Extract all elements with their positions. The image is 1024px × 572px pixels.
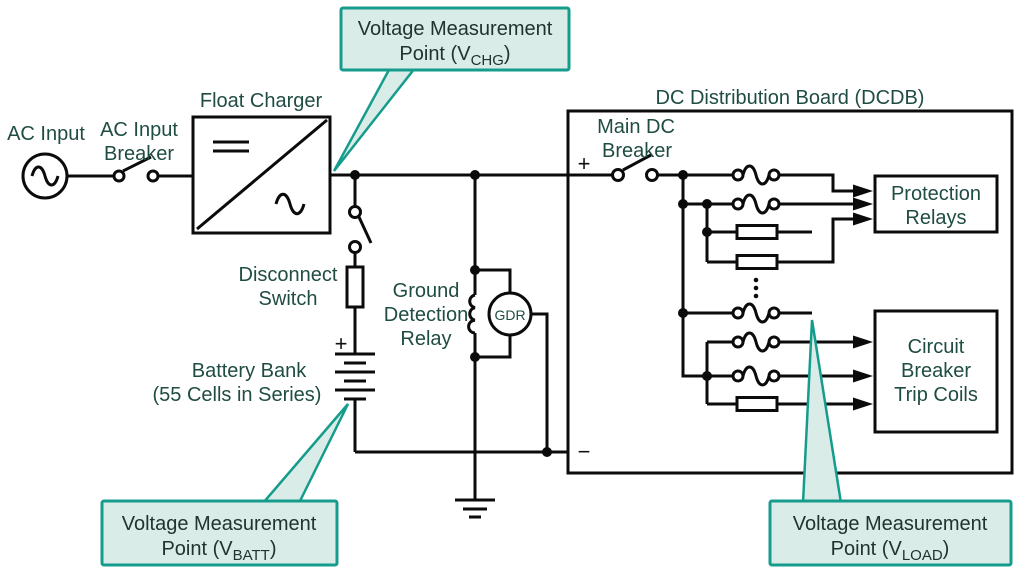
sine-wave-icon (30, 165, 60, 187)
junction-dots (350, 170, 712, 457)
coil-icon (467, 293, 476, 335)
ac-source-symbol (21, 152, 69, 200)
fuse-symbol (345, 265, 365, 309)
trip-coils-box (873, 309, 999, 434)
vchg-line2: Point (VCHG) (399, 43, 510, 69)
disconnect-label-2: Switch (259, 288, 318, 310)
trip-coils-label-1: Circuit (908, 336, 965, 358)
dc-symbol-icon (213, 140, 249, 153)
branch-breaker-symbols (731, 164, 781, 387)
junction-dot (702, 371, 712, 381)
main-breaker-label-2: Breaker (602, 140, 672, 162)
rectifier-diagonal (196, 118, 328, 231)
ac-symbol-icon (274, 192, 306, 216)
float-charger-label: Float Charger (200, 90, 323, 112)
arrow-icon (853, 197, 873, 211)
vload-line1: Voltage Measurement (793, 513, 988, 535)
branch-breaker-symbol (731, 365, 781, 387)
protection-relays-box (873, 174, 999, 234)
callout-tail (332, 66, 418, 172)
branch-breaker-symbol (731, 193, 781, 215)
junction-dot (702, 199, 712, 209)
bus-minus-sign: − (578, 439, 591, 464)
main-breaker-label-1: Main DC (597, 116, 675, 138)
dcdb-box (566, 109, 1014, 475)
callout-vload: Voltage Measurement Point (VLOAD) (768, 319, 1013, 567)
arrow-icon (853, 397, 873, 411)
disconnect-label-1: Disconnect (239, 264, 338, 286)
vbatt-line2: Point (VBATT) (161, 538, 276, 564)
junction-dot (678, 199, 688, 209)
vbatt-line1: Voltage Measurement (122, 513, 317, 535)
disconnect-switch-symbol (345, 205, 373, 309)
battery-label-2: (55 Cells in Series) (153, 384, 322, 406)
ac-input-breaker-symbol (112, 155, 160, 183)
arrow-icon (853, 212, 873, 226)
branch-breaker-symbol (731, 302, 781, 324)
ground-relay-label-3: Relay (400, 328, 451, 350)
arrow-icon (853, 335, 873, 349)
callout-tail (260, 403, 350, 505)
junction-dot (678, 308, 688, 318)
protection-relays-label-1: Protection (891, 183, 981, 205)
junction-dot (470, 170, 480, 180)
feeder-arrows (853, 184, 873, 411)
ellipsis-dots (753, 277, 759, 299)
fuse-symbol (735, 396, 779, 412)
bus-plus-sign: + (578, 151, 591, 176)
fuse-symbol (735, 254, 779, 270)
junction-dot (702, 227, 712, 237)
dcdb-title: DC Distribution Board (DCDB) (656, 87, 925, 109)
junction-dot (350, 170, 360, 180)
callout-tail (801, 319, 843, 505)
junction-dot (470, 352, 480, 362)
callout-vbatt: Voltage Measurement Point (VBATT) (100, 403, 350, 567)
junction-dot (542, 447, 552, 457)
ground-relay-label-1: Ground (393, 280, 460, 302)
trip-coils-label-2: Breaker (901, 360, 971, 382)
ground-relay-label-2: Detection (384, 304, 469, 326)
battery-plus-sign: + (335, 331, 348, 356)
branch-fuse-symbols (735, 224, 779, 412)
branch-breaker-symbol (731, 331, 781, 353)
branch-breaker-symbol (731, 164, 781, 186)
junction-dot (678, 170, 688, 180)
junction-dot (470, 265, 480, 275)
main-dc-breaker-symbol (611, 153, 659, 182)
vload-line2: Point (VLOAD) (831, 538, 950, 564)
battery-symbol (335, 352, 375, 401)
trip-coils-label-3: Trip Coils (894, 384, 978, 406)
arrow-icon (853, 184, 873, 198)
battery-label-1: Battery Bank (192, 360, 308, 382)
ac-breaker-label-1: AC Input (100, 119, 178, 141)
gdr-label: GDR (494, 307, 525, 323)
ground-detection-relay-symbol: GDR (467, 291, 533, 337)
gdr-circle (487, 291, 533, 337)
ground-symbol (455, 498, 495, 519)
protection-relays-label-2: Relays (905, 207, 966, 229)
float-charger-symbol (191, 115, 332, 235)
arrow-icon (853, 369, 873, 383)
callout-vchg: Voltage Measurement Point (VCHG) (332, 6, 571, 172)
vchg-line1: Voltage Measurement (358, 18, 553, 40)
ac-input-label: AC Input (7, 123, 85, 145)
fuse-symbol (735, 224, 779, 240)
ac-breaker-label-2: Breaker (104, 143, 174, 165)
